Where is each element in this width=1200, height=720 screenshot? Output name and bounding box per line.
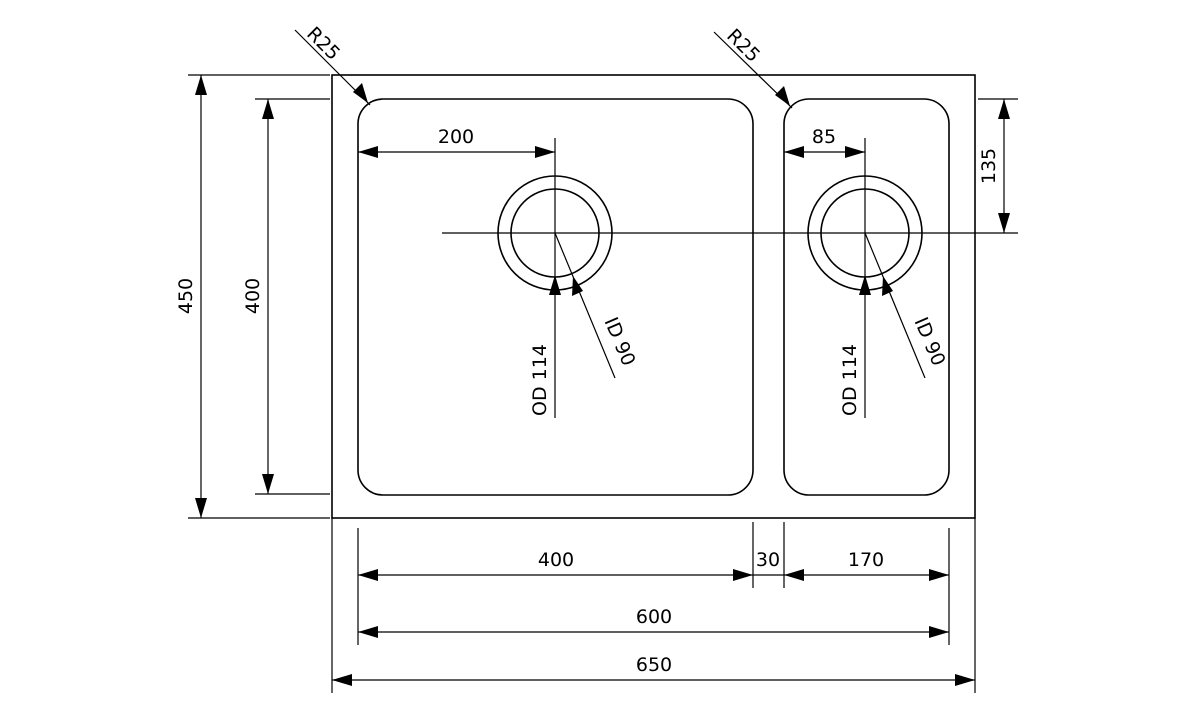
label-left-radius: R25 <box>302 23 344 65</box>
dim-135-arrow-bottom <box>998 213 1010 233</box>
dim-400h-arrow-right <box>733 569 753 581</box>
label-left-od: OD 114 <box>529 344 551 416</box>
label-600: 600 <box>636 606 672 628</box>
label-left-id: ID 90 <box>600 314 640 369</box>
dim-650-arrow-right <box>955 674 975 686</box>
label-right-id: ID 90 <box>910 314 950 369</box>
label-85: 85 <box>812 126 836 148</box>
dim-170-arrow-left <box>784 569 804 581</box>
dim-170-arrow-right <box>929 569 949 581</box>
label-450: 450 <box>175 278 197 314</box>
label-30: 30 <box>756 549 780 571</box>
dim-85-arrow-left <box>784 146 804 158</box>
left-id-leader <box>554 232 616 379</box>
label-135: 135 <box>978 148 1000 184</box>
dim-600-arrow-left <box>358 626 378 638</box>
left-id-arrow <box>572 276 583 296</box>
dim-200-arrow-left <box>358 146 378 158</box>
label-400-vertical: 400 <box>242 278 264 314</box>
right-radius-arrow <box>775 86 790 106</box>
label-right-od: OD 114 <box>839 344 861 416</box>
left-bowl-outline <box>357 98 754 496</box>
dim-650-arrow-left <box>332 674 352 686</box>
label-400-horizontal: 400 <box>538 549 574 571</box>
dim-400v-arrow-top <box>262 99 274 119</box>
right-id-arrow <box>882 276 893 296</box>
dim-450-arrow-top <box>195 75 207 95</box>
dim-135-arrow-top <box>998 99 1010 119</box>
left-od-arrow <box>549 275 561 295</box>
right-od-arrow <box>859 275 871 295</box>
label-200: 200 <box>438 126 474 148</box>
label-170: 170 <box>848 549 884 571</box>
label-650: 650 <box>636 654 672 676</box>
dim-400v-arrow-bottom <box>262 474 274 494</box>
right-bowl-outline <box>783 98 950 496</box>
dim-200-arrow-right <box>535 146 555 158</box>
right-id-leader <box>864 232 926 379</box>
sink-outer-outline <box>331 74 976 519</box>
dim-450-arrow-bottom <box>195 498 207 518</box>
left-radius-arrow <box>353 83 368 103</box>
dim-400h-arrow-left <box>358 569 378 581</box>
dim-600-arrow-right <box>929 626 949 638</box>
label-right-radius: R25 <box>722 25 764 67</box>
dim-85-arrow-right <box>845 146 865 158</box>
